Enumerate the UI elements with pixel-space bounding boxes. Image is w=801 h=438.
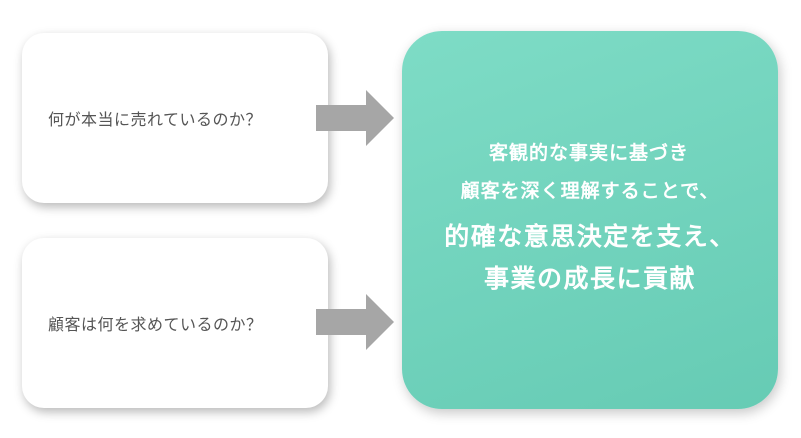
question-box-bottom: 顧客は何を求めているのか？ <box>22 238 328 408</box>
question-text-bottom: 顧客は何を求めているのか？ <box>48 315 263 334</box>
result-line-1: 客観的な事実に基づき <box>488 142 689 164</box>
result-line-4: 事業の成長に貢献 <box>483 264 696 293</box>
result-line-3: 的確な意思決定を支え、 <box>444 222 736 251</box>
result-line-2: 顧客を深く理解することで、 <box>460 180 720 202</box>
arrow-right-icon-bottom <box>316 294 394 350</box>
question-text-top: 何が本当に売れているのか？ <box>48 110 263 129</box>
arrow-right-icon-top <box>316 90 394 146</box>
result-box: 客観的な事実に基づき 顧客を深く理解することで、 的確な意思決定を支え、 事業の… <box>402 31 778 409</box>
question-box-top: 何が本当に売れているのか？ <box>22 33 328 203</box>
